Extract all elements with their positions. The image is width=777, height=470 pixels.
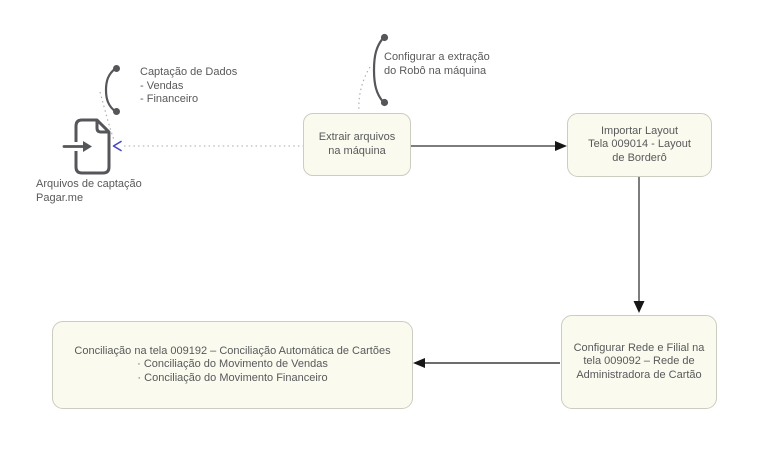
annotation-captacao-de-dados: Captação de Dados - Vendas - Financeiro (140, 66, 238, 106)
arrow-connector (633, 177, 645, 313)
flow-node-conciliacao: Conciliação na tela 009192 – Conciliação… (52, 321, 413, 409)
arrow-connector (413, 358, 560, 368)
file-import-icon (62, 118, 111, 175)
dotted-connector (358, 66, 371, 112)
arrow-connector (411, 141, 567, 151)
flow-node-configurar-rede: Configurar Rede e Filial na tela 009092 … (561, 315, 717, 409)
source-file-label: Arquivos de captação Pagar.me (36, 178, 142, 204)
blue-arrowhead-icon (112, 140, 122, 152)
annotation-configurar-extracao: Configurar a extração do Robô na máquina (384, 51, 490, 77)
flow-node-importar-layout: Importar Layout Tela 009014 - Layout de … (567, 113, 712, 177)
flow-node-extrair-arquivos: Extrair arquivos na máquina (303, 113, 411, 176)
curly-brace-icon (104, 65, 120, 115)
curly-brace-icon (372, 33, 389, 107)
